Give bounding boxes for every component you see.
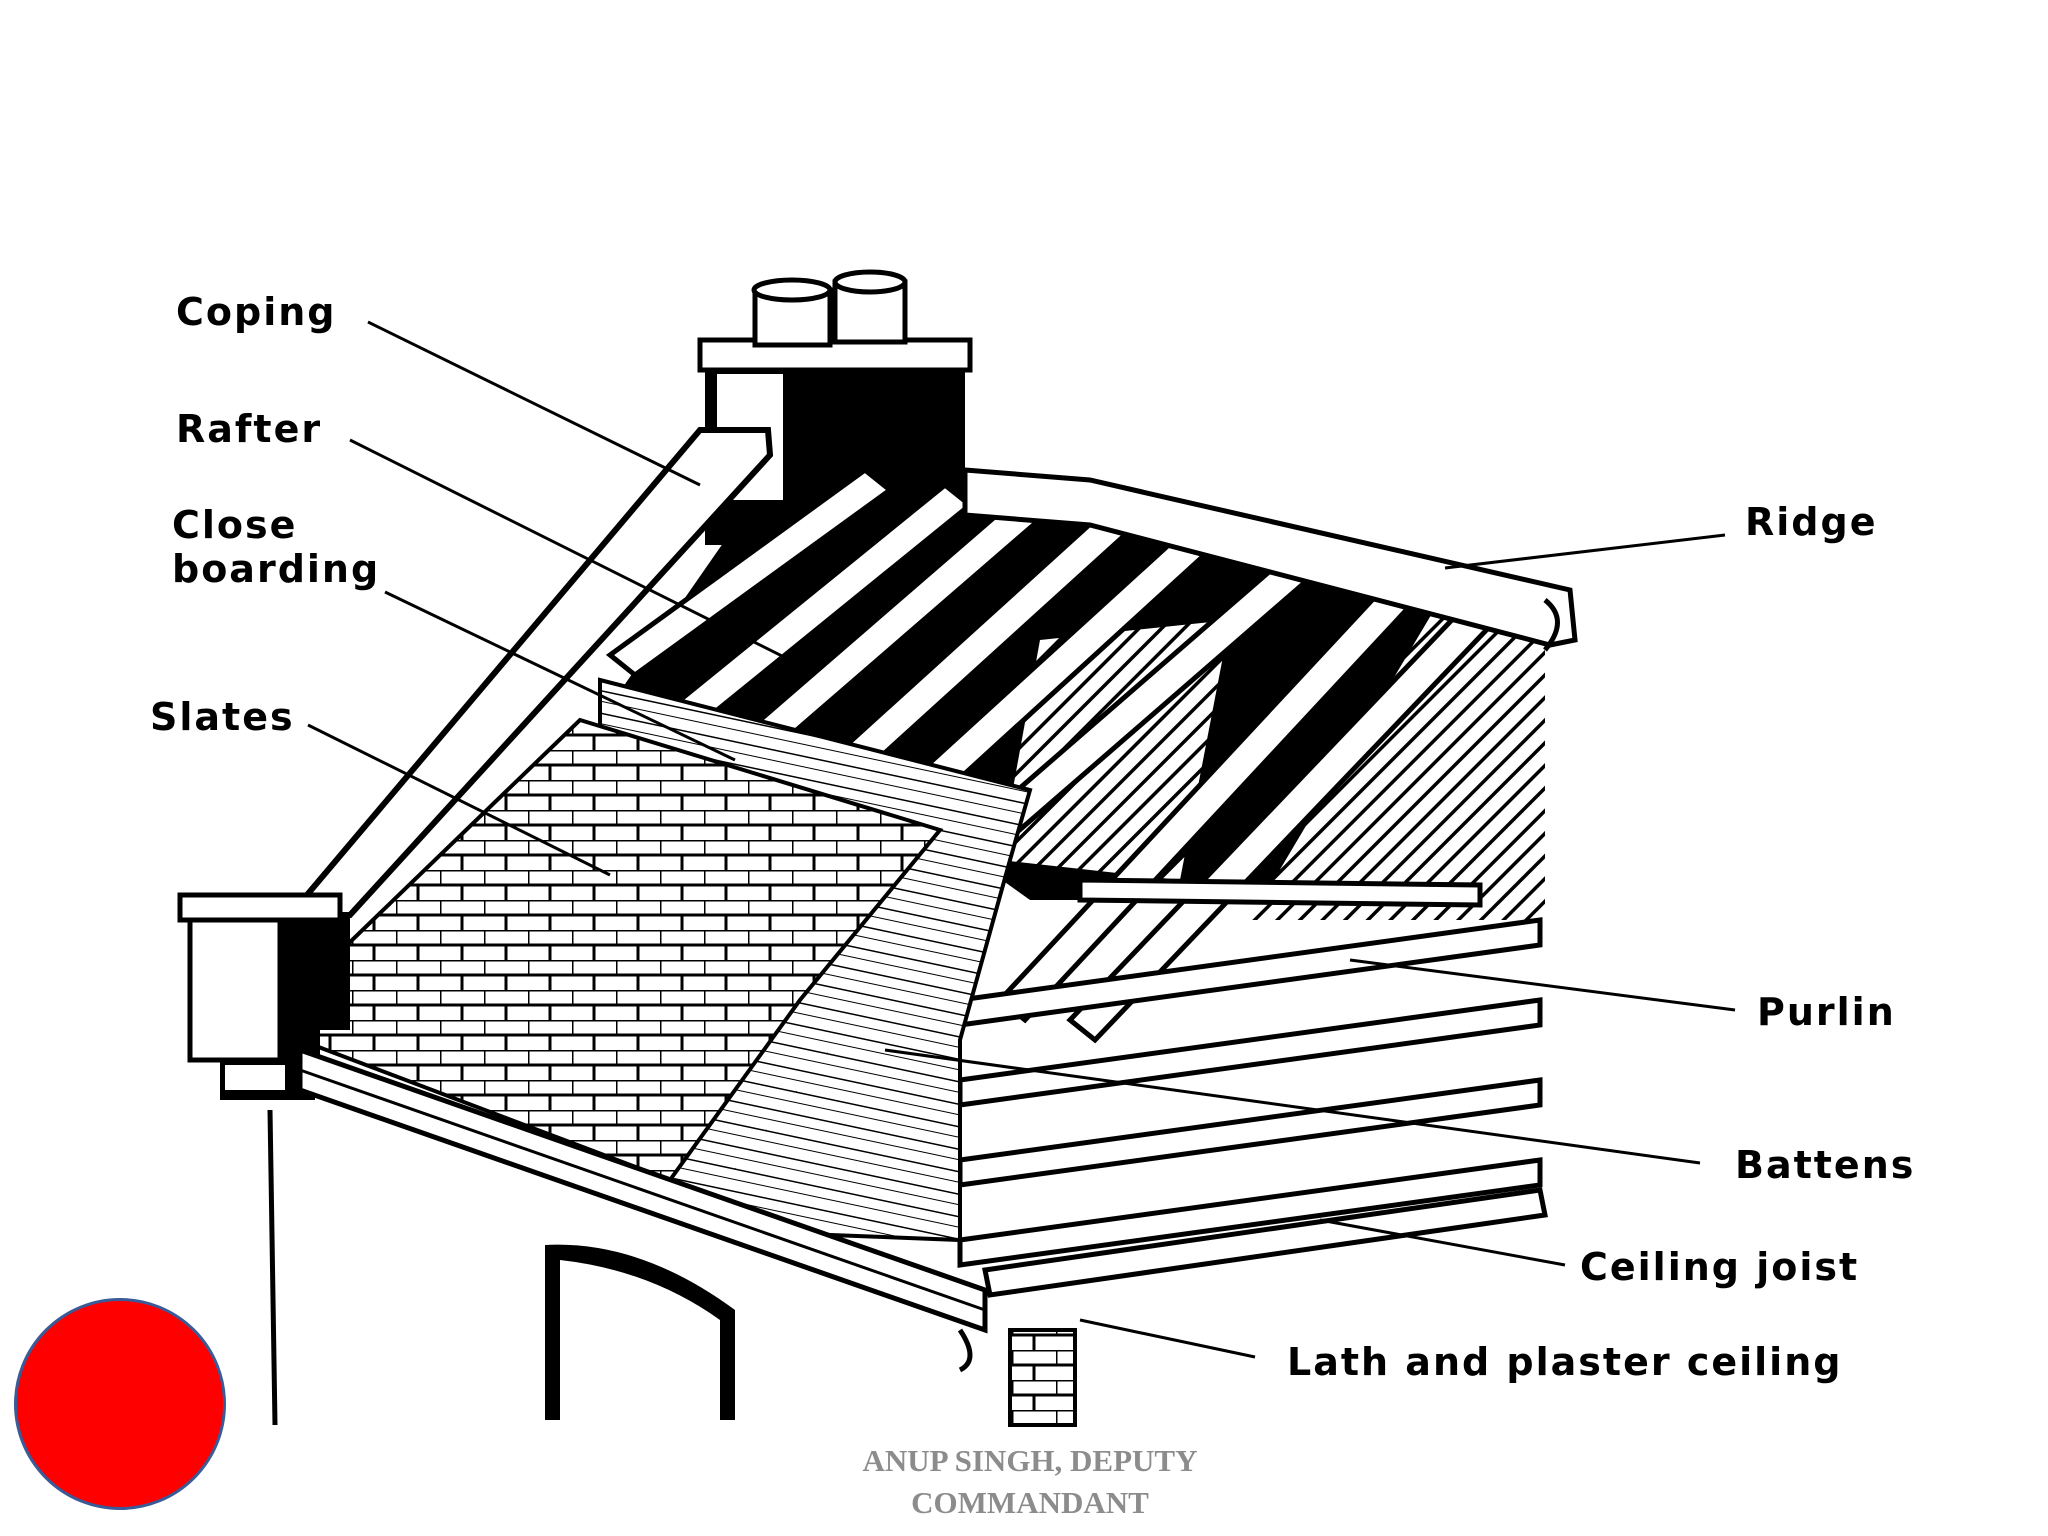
- leader-lines: [307, 320, 1736, 1359]
- leader-coping: [367, 320, 701, 487]
- gutter: [297, 1046, 1548, 1373]
- label-rafter: Rafter: [176, 407, 323, 451]
- label-purlin: Purlin: [1757, 990, 1896, 1034]
- label-ridge: Ridge: [1745, 500, 1878, 544]
- red-circle-marker: [14, 1298, 226, 1510]
- label-coping: Coping: [176, 290, 337, 334]
- chimney-pots: [751, 269, 908, 348]
- leader-rafter: [349, 438, 811, 672]
- leader-slates: [307, 723, 611, 877]
- label-lath-plaster: Lath and plaster ceiling: [1287, 1340, 1843, 1384]
- eaves-corbel: [177, 892, 343, 1100]
- leader-ceiling-joist: [1319, 1218, 1566, 1267]
- leader-battens: [884, 1048, 1701, 1165]
- ridge-board: [962, 467, 1578, 652]
- leader-close-boarding: [384, 590, 736, 762]
- purlins-battens: [957, 877, 1543, 1268]
- leader-ridge: [1444, 533, 1726, 570]
- label-ceiling-joist: Ceiling joist: [1580, 1245, 1860, 1289]
- leader-purlin: [1349, 958, 1736, 1012]
- leader-lath-plaster: [1079, 1318, 1256, 1359]
- footer-credit: ANUP SINGH, DEPUTY COMMANDANT: [862, 1443, 1198, 1520]
- label-battens: Battens: [1735, 1143, 1916, 1187]
- label-slates: Slates: [150, 695, 295, 739]
- label-close-boarding: Close boarding: [172, 503, 381, 591]
- house-wall: [267, 1109, 1077, 1427]
